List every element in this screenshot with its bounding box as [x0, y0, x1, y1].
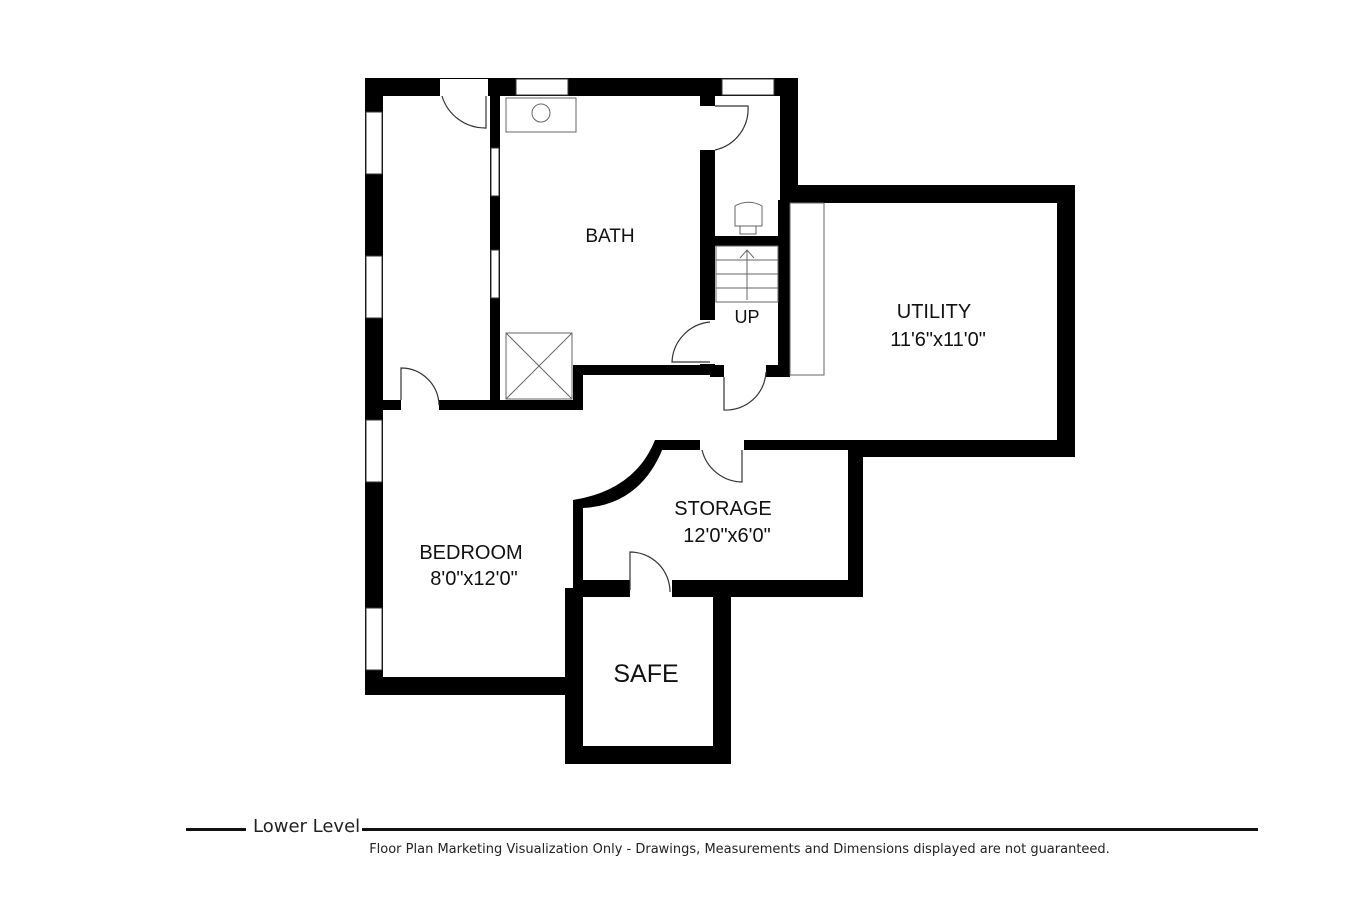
stairs-icon: [715, 245, 779, 303]
walls: [365, 78, 1075, 764]
room-label-bedroom: BEDROOM: [419, 542, 522, 564]
sink-icon: [531, 103, 551, 123]
curved-wall: [573, 440, 663, 508]
utility-cabinet: [789, 202, 825, 376]
room-label-bath: BATH: [585, 226, 634, 247]
doors: [400, 79, 767, 597]
room-dims-utility: 11'6"x11'0": [890, 329, 986, 351]
room-label-safe: SAFE: [613, 660, 678, 688]
fixtures: [505, 97, 825, 400]
vanity-icon: [505, 97, 577, 133]
windows: [365, 78, 775, 671]
room-label-storage: STORAGE: [674, 498, 771, 520]
shower-icon: [505, 332, 573, 400]
room-label-utility: UTILITY: [897, 301, 971, 323]
room-dims-bedroom: 8'0"x12'0": [430, 568, 517, 590]
toilet-icon: [734, 201, 763, 227]
footer-line-right: [362, 828, 1258, 831]
room-label-up: UP: [734, 307, 759, 327]
room-dims-storage: 12'0"x6'0": [683, 525, 770, 547]
level-label: Lower Level: [253, 816, 361, 837]
disclaimer-text: Floor Plan Marketing Visualization Only …: [369, 842, 1110, 857]
footer-line-left: [186, 828, 246, 831]
